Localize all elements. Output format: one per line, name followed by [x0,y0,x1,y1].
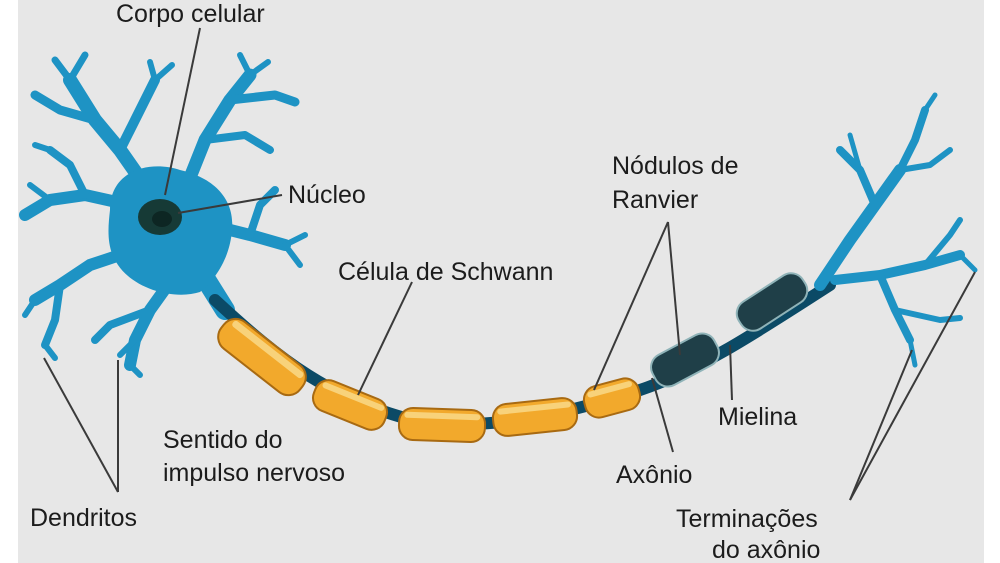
myelin-sheath-section [650,272,809,388]
myelin-segments [217,317,642,444]
dendrites-graphic [19,51,308,378]
nucleus-label: Núcleo [288,181,366,209]
impulse-direction-label-line2: impulso nervoso [163,459,346,487]
nodes-of-ranvier-label-line2: Ranvier [612,186,699,214]
axon-terminals-label-line2: do axônio [712,536,821,563]
dendrites-label: Dendritos [30,504,137,532]
nucleolus-graphic [152,211,172,227]
axon-terminals-graphic [814,92,978,368]
nodes-of-ranvier-label-line1: Nódulos de [612,152,739,180]
impulse-direction-label-line1: Sentido do [163,426,283,454]
axon-label: Axônio [616,461,693,489]
axon-terminals-label-line1: Terminações [676,505,818,533]
cell-body-label: Corpo celular [116,0,265,28]
schwann-cell-label: Célula de Schwann [338,258,554,286]
leader-lines [43,27,976,501]
myelin-label: Mielina [718,403,798,431]
